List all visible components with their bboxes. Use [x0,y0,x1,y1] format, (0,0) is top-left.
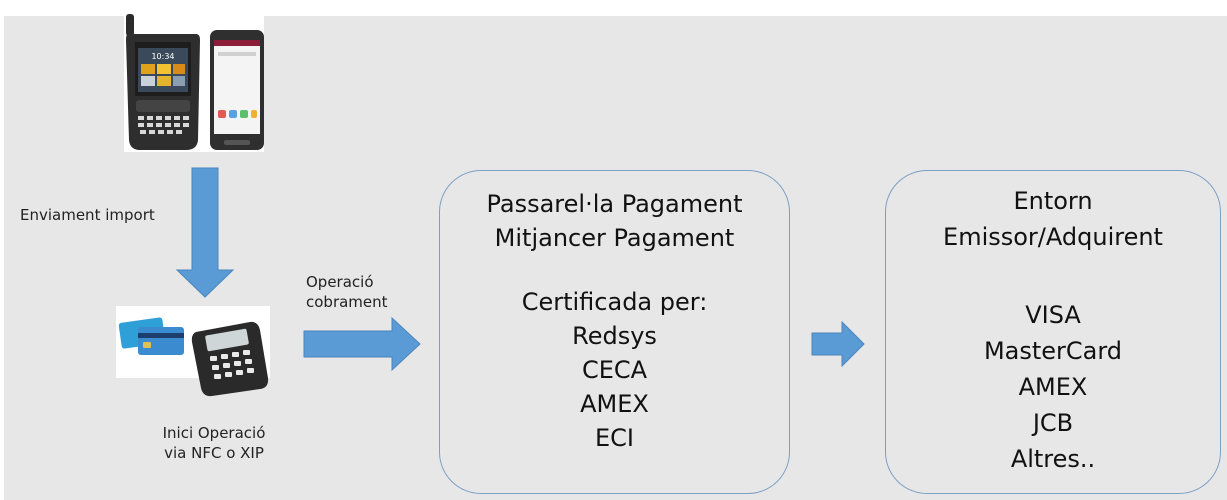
charge-label-line: cobrament [306,293,388,311]
charge-label-line: Operació [306,273,374,291]
card-network-item: MasterCard [983,337,1123,365]
issuer-acquirer-box: Entorn Emissor/Adquirent VISA MasterCard… [885,170,1221,494]
certifier-item: Redsys [572,322,657,350]
certifier-item: AMEX [580,390,649,418]
charge-operation-label: Operació cobrament [306,272,388,312]
handheld-devices-image: 10:34 [124,14,264,152]
rugged-terminal-icon: 10:34 [126,14,200,150]
certifier-item: CECA [581,356,648,384]
right-arrow-authorize [811,320,865,368]
certifier-item: ECI [595,424,634,452]
start-operation-label: Inici Operació via NFC o XIP [134,423,294,463]
card-and-pos-terminal-image [116,306,270,397]
down-arrow [175,167,235,298]
terminal-clock: 10:34 [151,52,174,61]
credit-card-icon [138,327,184,355]
card-network-item: VISA [1025,301,1081,329]
android-terminal-icon [210,30,264,150]
start-label-line: Inici Operació [162,424,266,442]
gateway-title-line: Mitjancer Pagament [494,224,735,252]
card-network-item: Altres.. [1010,445,1096,473]
card-network-item: AMEX [1018,373,1088,401]
issuer-title-line: Emissor/Adquirent [943,223,1163,251]
payment-gateway-box: Passarel·la Pagament Mitjancer Pagament … [439,170,790,494]
send-amount-label: Enviament import [20,206,155,224]
right-arrow-charge [303,316,421,372]
issuer-title-line: Entorn [1013,187,1093,215]
pos-terminal-icon [191,321,269,397]
card-network-item: JCB [1032,409,1074,437]
certified-heading: Certificada per: [521,288,708,316]
start-label-line: via NFC o XIP [164,444,264,462]
gateway-title-line: Passarel·la Pagament [486,190,743,218]
